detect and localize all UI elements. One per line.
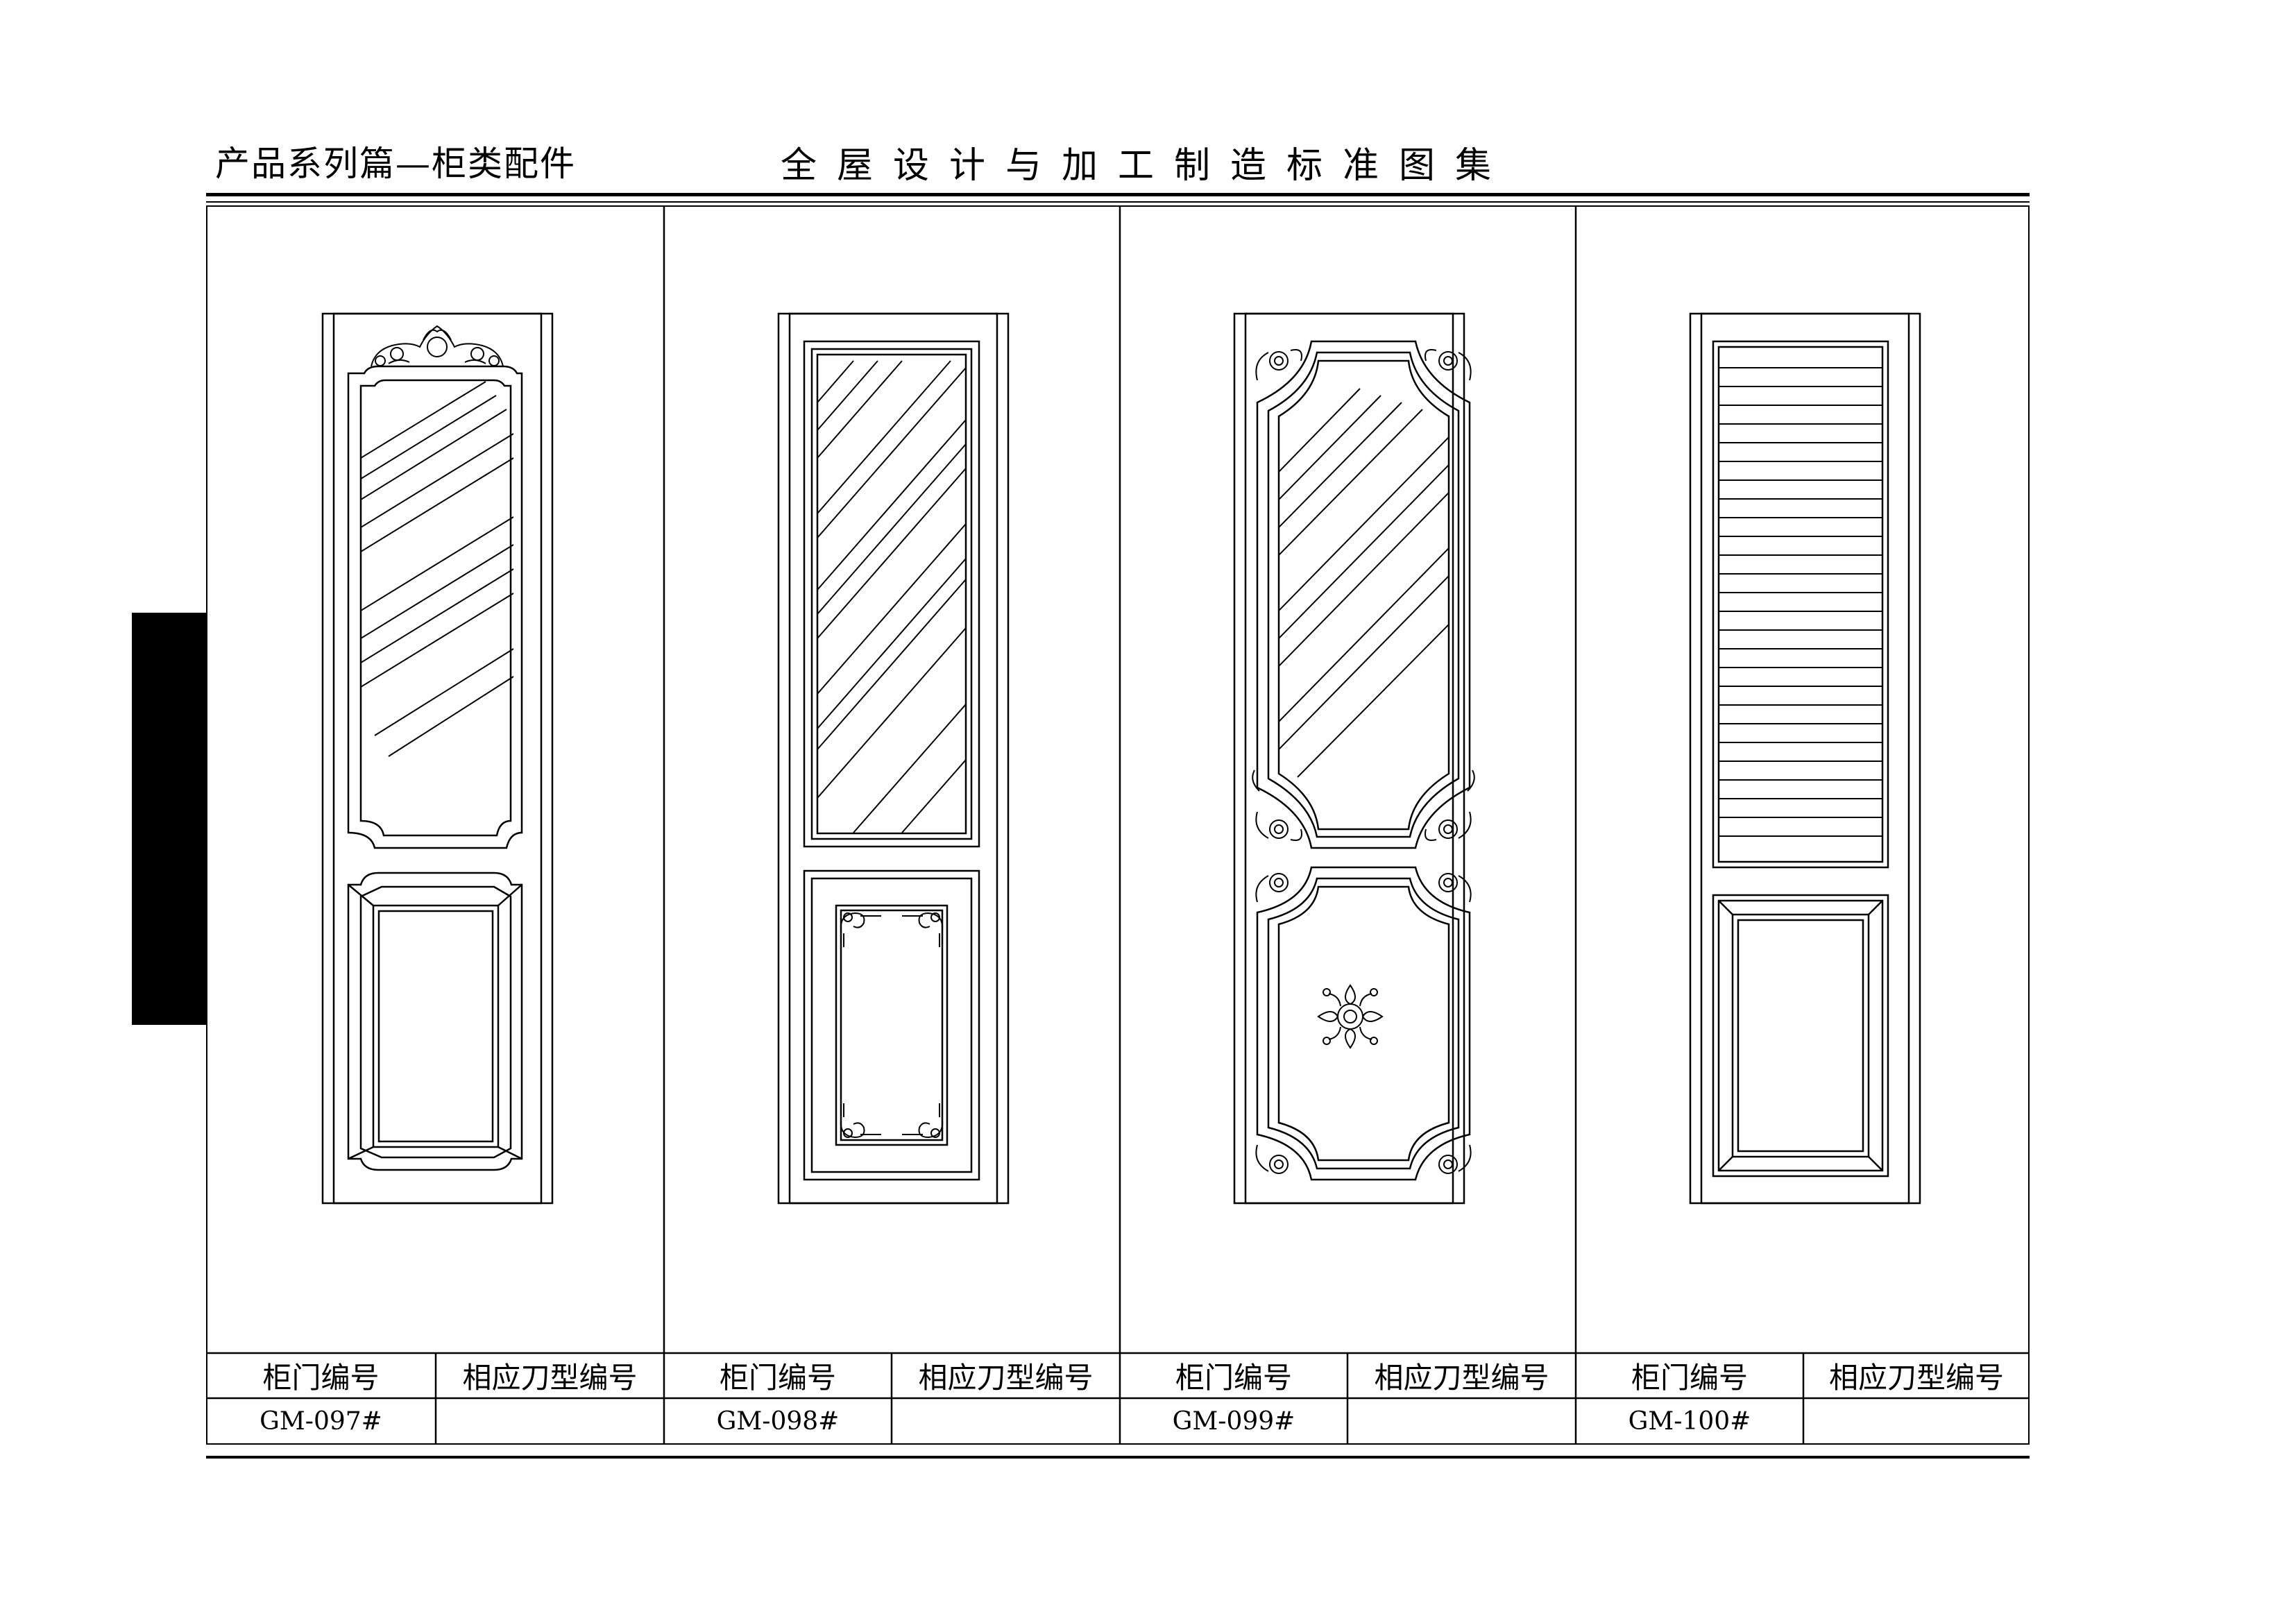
door-code-header-1: 柜门编号 bbox=[262, 1361, 380, 1395]
door-code-header-4: 柜门编号 bbox=[1631, 1361, 1748, 1395]
blade-code-header-2: 相应刀型编号 bbox=[918, 1361, 1094, 1395]
blade-code-gm-098 bbox=[892, 1398, 1120, 1445]
door-gm-098 bbox=[777, 312, 1010, 1205]
door-code-gm-098: GM-098# bbox=[716, 1407, 840, 1436]
louver-slats bbox=[1719, 367, 1882, 837]
corner-carvings bbox=[840, 912, 944, 1139]
blade-code-header-3: 相应刀型编号 bbox=[1374, 1361, 1549, 1395]
blade-code-header-1: 相应刀型编号 bbox=[462, 1361, 638, 1395]
spec-table-grid bbox=[206, 1352, 2030, 1445]
atlas-title: 全屋设计与加工制造标准图集 bbox=[781, 145, 1512, 187]
scroll-carvings bbox=[1252, 349, 1475, 841]
blade-code-gm-097 bbox=[436, 1398, 664, 1445]
blade-code-gm-099 bbox=[1347, 1398, 1576, 1445]
crest-carving bbox=[371, 325, 504, 367]
section-tab bbox=[132, 613, 206, 1025]
door-code-gm-099: GM-099# bbox=[1172, 1407, 1295, 1436]
header-rule-thin bbox=[206, 201, 2030, 203]
center-rosette bbox=[1317, 984, 1384, 1049]
door-gm-099 bbox=[1233, 312, 1475, 1205]
footer-rule bbox=[206, 1456, 2030, 1459]
blade-code-gm-100 bbox=[1803, 1398, 2030, 1445]
door-code-gm-100: GM-100# bbox=[1628, 1407, 1751, 1436]
door-code-gm-097: GM-097# bbox=[260, 1407, 382, 1436]
series-title: 产品系列篇—柜类配件 bbox=[215, 144, 576, 184]
blade-code-header-4: 相应刀型编号 bbox=[1828, 1361, 2004, 1395]
column-dividers bbox=[663, 205, 1577, 1445]
scroll-carvings-lower bbox=[1255, 873, 1472, 1174]
door-code-header-2: 柜门编号 bbox=[719, 1361, 836, 1395]
drawing-frame bbox=[206, 205, 2030, 1445]
door-gm-100 bbox=[1689, 312, 1921, 1205]
door-gm-097 bbox=[321, 312, 554, 1205]
door-code-header-3: 柜门编号 bbox=[1175, 1361, 1292, 1395]
header-rule-thick bbox=[206, 193, 2030, 196]
